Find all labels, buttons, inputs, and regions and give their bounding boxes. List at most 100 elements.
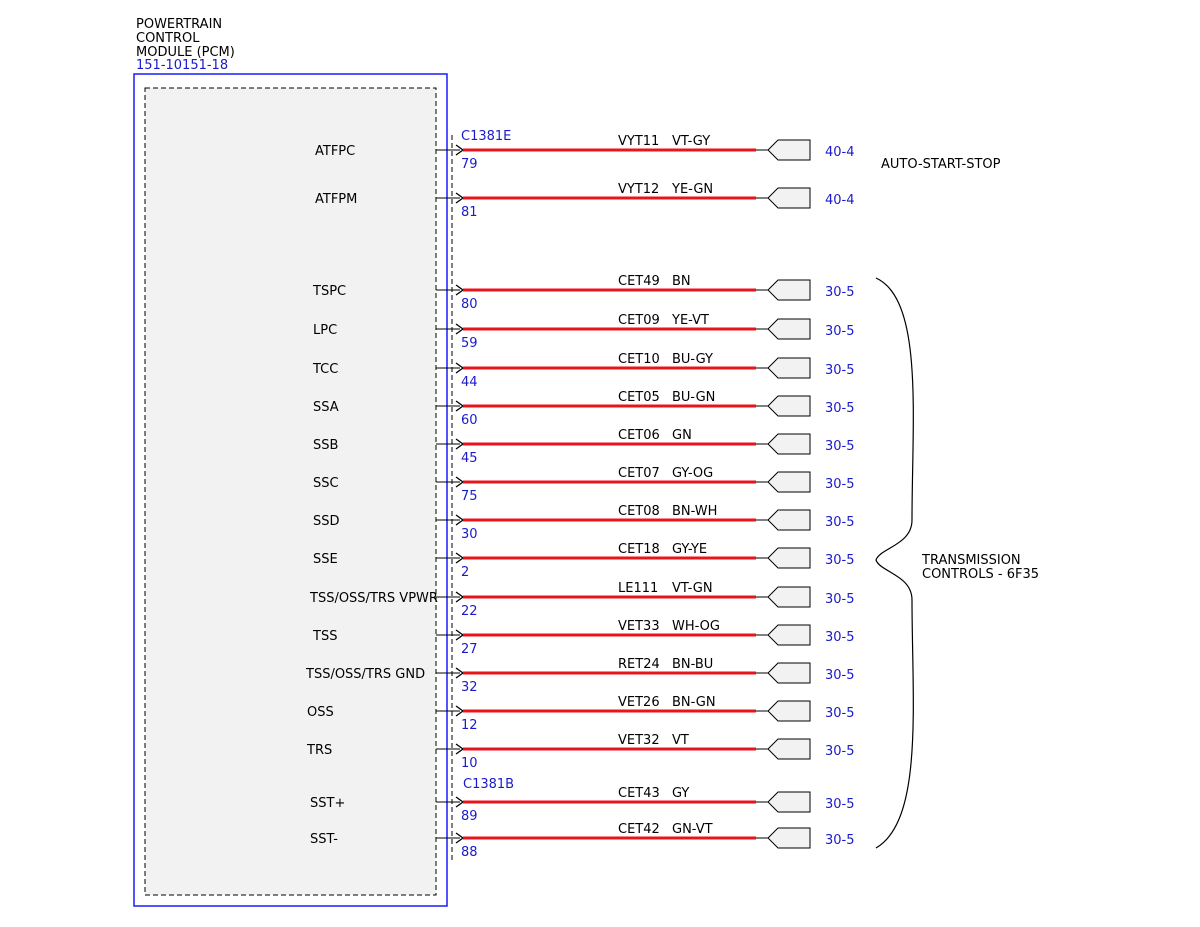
circuit-id: CET49 <box>618 274 660 289</box>
page-reference: 30-5 <box>825 592 855 607</box>
signal-label: SST- <box>310 832 338 847</box>
destination-connector-icon <box>767 791 811 813</box>
destination-connector-icon <box>767 187 811 209</box>
wire-color-code: BN-BU <box>672 657 713 672</box>
signal-label: SSC <box>313 476 339 491</box>
page-reference: 30-5 <box>825 324 855 339</box>
page-reference: 30-5 <box>825 553 855 568</box>
wire-color-code: GN-VT <box>672 822 713 837</box>
page-reference: 40-4 <box>825 193 855 208</box>
page-reference: 40-4 <box>825 145 855 160</box>
signal-label: TSS <box>312 629 337 644</box>
signal-label: SSA <box>313 400 339 415</box>
circuit-id: VET32 <box>618 733 660 748</box>
page-reference: 30-5 <box>825 744 855 759</box>
wire-color-code: BN <box>672 274 691 289</box>
signal-label: SSD <box>313 514 340 529</box>
page-reference: 30-5 <box>825 833 855 848</box>
destination-connector-icon <box>767 547 811 569</box>
destination-connector-icon <box>767 471 811 493</box>
circuit-id: CET10 <box>618 352 660 367</box>
signal-label: TRS <box>306 743 332 758</box>
destination-connector-icon <box>767 827 811 849</box>
pin-number: 81 <box>461 205 478 220</box>
wire-color-code: YE-VT <box>671 313 709 328</box>
wire-color-code: BU-GY <box>672 352 713 367</box>
pin-number: 27 <box>461 642 478 657</box>
circuit-id: CET42 <box>618 822 660 837</box>
pin-number: 44 <box>461 375 478 390</box>
pin-number: 80 <box>461 297 478 312</box>
signal-label: TSS/OSS/TRS GND <box>305 667 425 682</box>
signal-label: OSS <box>307 705 334 720</box>
destination-connector-icon <box>767 279 811 301</box>
pin-number: 60 <box>461 413 478 428</box>
pin-number: 32 <box>461 680 478 695</box>
transmission-label-line-2: CONTROLS - 6F35 <box>922 567 1039 582</box>
destination-connector-icon <box>767 624 811 646</box>
signal-label: TSPC <box>312 284 346 299</box>
circuit-row: SSA 60 CET05 BU-GN 30-5 <box>313 390 855 428</box>
circuit-row: TSS/OSS/TRS GND 32 RET24 BN-BU 30-5 <box>305 657 855 695</box>
wire-color-code: BN-WH <box>672 504 717 519</box>
wire-color-code: WH-OG <box>672 619 720 634</box>
module-internal-boundary <box>144 87 437 896</box>
pin-number: 79 <box>461 157 478 172</box>
pin-number: 10 <box>461 756 478 771</box>
pin-number: 22 <box>461 604 478 619</box>
destination-connector-icon <box>767 139 811 161</box>
wire-color-code: GY <box>672 786 689 801</box>
circuit-id: LE111 <box>618 581 658 596</box>
circuit-id: CET05 <box>618 390 660 405</box>
circuit-id: CET18 <box>618 542 660 557</box>
module-title: POWERTRAIN CONTROL MODULE (PCM) 151-1015… <box>136 17 235 73</box>
circuit-id: RET24 <box>618 657 660 672</box>
page-reference: 30-5 <box>825 668 855 683</box>
signal-label: TCC <box>312 362 338 377</box>
destination-connector-icon <box>767 395 811 417</box>
page-reference: 30-5 <box>825 477 855 492</box>
pin-number: 30 <box>461 527 478 542</box>
page-reference: 30-5 <box>825 439 855 454</box>
page-reference: 30-5 <box>825 401 855 416</box>
signal-label: ATFPM <box>315 192 357 207</box>
page-reference: 30-5 <box>825 630 855 645</box>
connector-c1381b-label: C1381B <box>463 777 514 792</box>
pin-number: 75 <box>461 489 478 504</box>
circuit-id: CET06 <box>618 428 660 443</box>
pin-number: 2 <box>461 565 469 580</box>
wire-color-code: GN <box>672 428 692 443</box>
page-reference: 30-5 <box>825 363 855 378</box>
pin-number: 88 <box>461 845 478 860</box>
wire-color-code: GY-OG <box>672 466 713 481</box>
transmission-label-line-1: TRANSMISSION <box>921 553 1021 568</box>
destination-connector-icon <box>767 318 811 340</box>
destination-connector-icon <box>767 586 811 608</box>
wire-color-code: YE-GN <box>671 182 713 197</box>
wire-color-code: VT-GY <box>672 134 710 149</box>
transmission-group-brace <box>875 277 914 849</box>
signal-label: TSS/OSS/TRS VPWR <box>309 591 438 606</box>
module-title-line-1: POWERTRAIN <box>136 17 222 32</box>
circuit-id: CET08 <box>618 504 660 519</box>
wire-color-code: BU-GN <box>672 390 715 405</box>
signal-label: LPC <box>313 323 337 338</box>
signal-label: ATFPC <box>315 144 355 159</box>
circuit-id: CET09 <box>618 313 660 328</box>
circuit-id: VET26 <box>618 695 660 710</box>
page-reference: 30-5 <box>825 797 855 812</box>
signal-label: SST+ <box>310 796 345 811</box>
pin-number: 45 <box>461 451 478 466</box>
circuit-id: CET43 <box>618 786 660 801</box>
module-title-line-3: MODULE (PCM) <box>136 45 235 60</box>
destination-connector-icon <box>767 357 811 379</box>
